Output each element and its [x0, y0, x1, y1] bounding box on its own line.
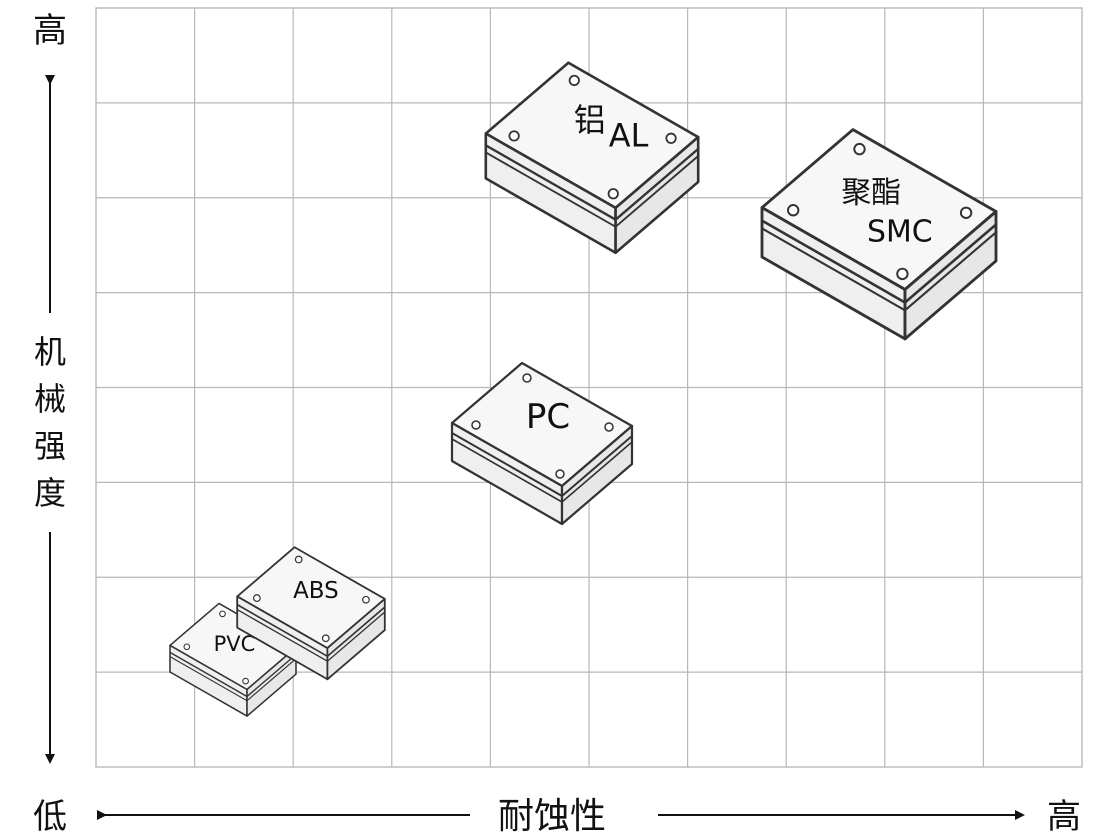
polyester-smc-label-smc: SMC: [867, 214, 933, 249]
x-axis: 耐蚀性 高: [97, 796, 1081, 837]
abs-enclosure: ABS: [236, 546, 386, 681]
aluminum-enclosure: 铝 AL: [484, 61, 700, 255]
y-axis-char-1: 机: [34, 333, 66, 371]
aluminum-label-al: AL: [609, 117, 649, 155]
y-axis-high-label: 高: [33, 11, 67, 51]
x-axis-high-label: 高: [1047, 797, 1081, 837]
polyester-smc-label-chinese: 聚酯: [841, 175, 901, 210]
pvc-label: PVC: [214, 632, 256, 656]
y-axis-char-4: 度: [34, 474, 66, 512]
abs-box-body: [236, 546, 386, 681]
y-axis-char-3: 强: [34, 427, 66, 465]
y-axis: 高 机 械 强 度 低: [33, 11, 67, 837]
pc-box-body: [450, 361, 634, 526]
x-axis-label: 耐蚀性: [498, 796, 606, 837]
polyester-smc-box-body: [760, 128, 998, 341]
y-axis-char-2: 械: [34, 380, 66, 418]
pc-label: PC: [526, 397, 570, 437]
aluminum-label-chinese: 铝: [574, 101, 606, 139]
abs-label: ABS: [293, 578, 339, 604]
enclosures: PVC ABS: [169, 61, 998, 717]
y-axis-low-label: 低: [33, 797, 67, 837]
polyester-smc-enclosure: 聚酯 SMC: [760, 128, 998, 341]
aluminum-box-body: [484, 61, 700, 255]
pc-enclosure: PC: [450, 361, 634, 526]
